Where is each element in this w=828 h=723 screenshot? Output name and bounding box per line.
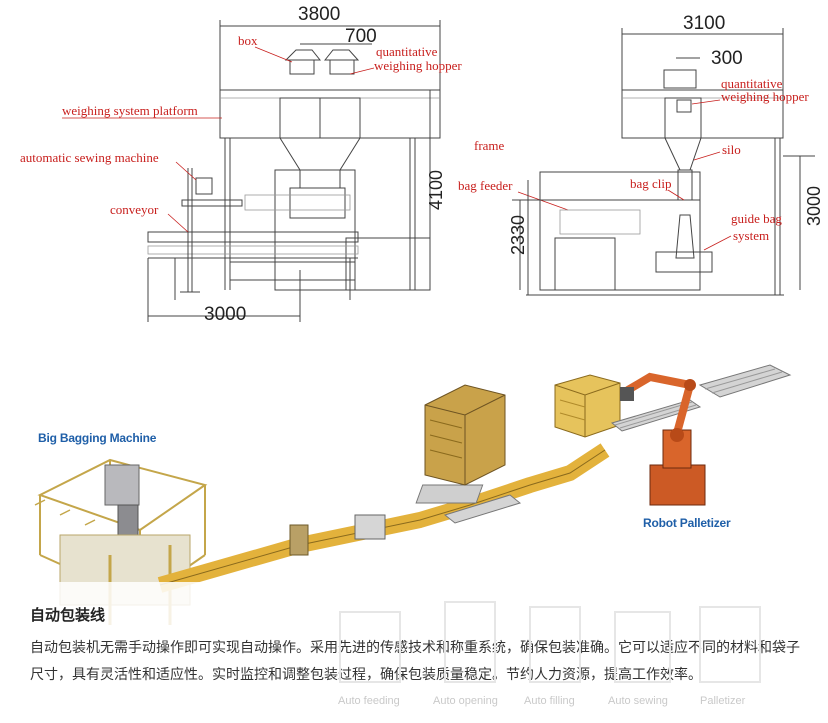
robot-palletizer: [620, 372, 706, 506]
label-guide-1: guide bag: [731, 211, 782, 226]
label-box: box: [238, 33, 258, 48]
pallet-stack: [554, 374, 621, 438]
dim-2330: 2330: [508, 215, 528, 255]
label-bag-clip: bag clip: [630, 176, 672, 191]
conveyor-line: [157, 443, 610, 593]
label-guide-2: system: [733, 228, 769, 243]
dim-300: 300: [711, 48, 743, 69]
faded-step-4: Auto sewing: [608, 695, 668, 707]
production-line-canvas: [34, 364, 792, 625]
label-quant-1: quantitative: [376, 44, 438, 59]
label-big-bagging-machine: Big Bagging Machine: [38, 431, 157, 445]
drawing-canvas: 3800 700: [20, 4, 824, 325]
label-silo: silo: [722, 142, 741, 157]
label-quant-2: weighing hopper: [374, 58, 462, 73]
technical-drawings: 3800 700: [0, 0, 828, 340]
label-bag-feeder: bag feeder: [458, 178, 513, 193]
faded-step-2: Auto opening: [433, 695, 498, 707]
label-platform: weighing system platform: [62, 103, 198, 118]
label-robot-palletizer: Robot Palletizer: [643, 516, 731, 530]
faded-step-3: Auto filling: [524, 695, 575, 707]
info-panel: Auto feeding Auto opening Auto filling A…: [0, 582, 828, 723]
label-quant-right-1: quantitative: [721, 76, 783, 91]
dim-3000-right: 3000: [804, 186, 824, 226]
faded-step-5: Palletizer: [700, 695, 746, 707]
dim-3100: 3100: [683, 13, 725, 34]
dim-4100: 4100: [426, 170, 446, 210]
roller-conveyors: [443, 364, 792, 524]
bag-magazine: [424, 384, 506, 486]
label-sewing: automatic sewing machine: [20, 150, 159, 165]
label-quant-right-2: weighing hopper: [721, 89, 809, 104]
dim-3000: 3000: [204, 304, 246, 325]
section-body: 自动包装机无需手动操作即可实现自动操作。采用先进的传感技术和称重系统，确保包装准…: [30, 640, 800, 683]
left-drawing: 3800 700: [20, 4, 569, 325]
label-frame: frame: [474, 138, 505, 153]
section-title: 自动包装线: [30, 606, 106, 624]
dim-3800: 3800: [298, 4, 340, 25]
faded-step-1: Auto feeding: [338, 695, 400, 707]
dim-700: 700: [345, 26, 377, 47]
label-conveyor: conveyor: [110, 202, 159, 217]
right-drawing: 3100 300 3000 2330 quantitat: [508, 13, 824, 296]
production-line-illustration: Big Bagging Machine Robot Palletizer: [0, 355, 828, 723]
